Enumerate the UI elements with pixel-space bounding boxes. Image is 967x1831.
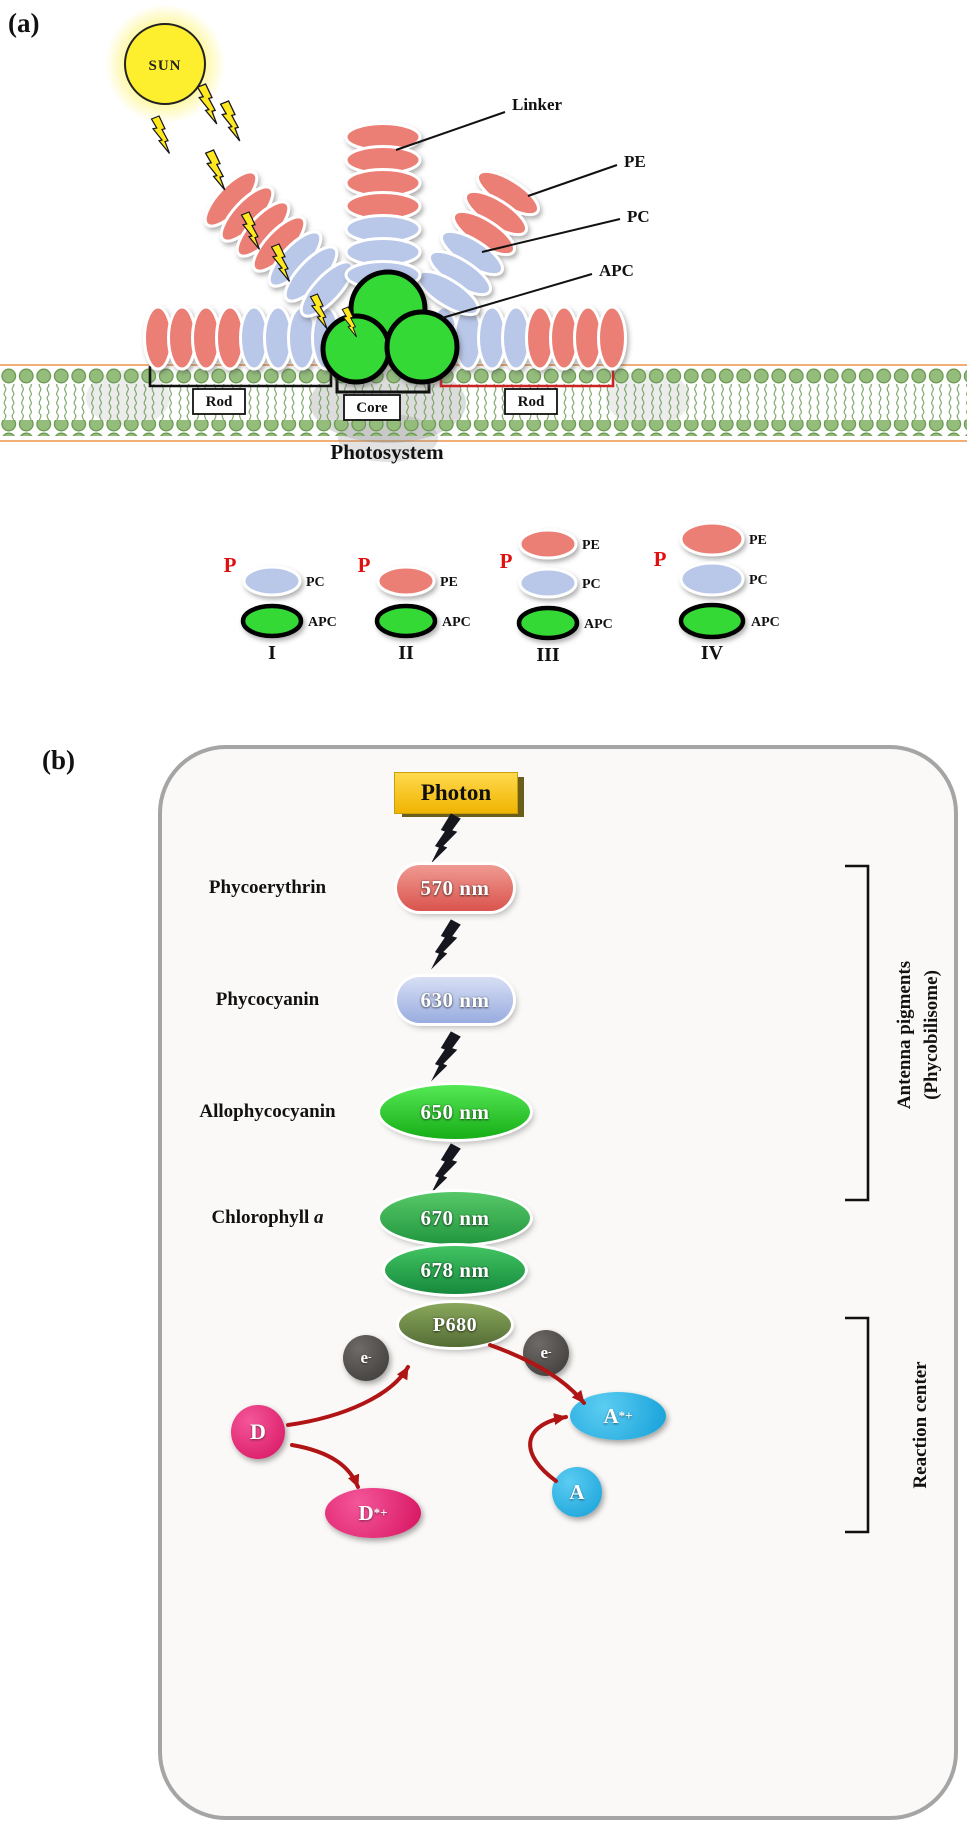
legend-row-label: PE [440, 575, 458, 590]
p-label: P [654, 547, 667, 571]
pigment-678nm-value: 678 nm [420, 1257, 490, 1282]
legend-row-label: PC [306, 575, 325, 590]
panel-a-diagram: Rod Core Rod Photosystem [0, 4, 967, 666]
rod-top-vertical [344, 122, 422, 290]
pigment-570nm: 570 nm [397, 865, 513, 911]
lipid-membrane [0, 363, 967, 462]
pigment-650nm-value: 650 nm [420, 1099, 490, 1124]
legend-row-label: PE [749, 533, 767, 548]
pe-pointer-line [527, 164, 618, 197]
legend-item-III: P PE PC APC III [500, 528, 613, 666]
p-label: P [358, 553, 371, 577]
panel-b-label: (b) [42, 745, 75, 775]
core-box: Core [343, 394, 401, 421]
apc-pointer-line [441, 273, 593, 319]
energy-bolt-icon [431, 1029, 462, 1085]
legend-numeral: III [536, 644, 560, 666]
apc-core [320, 269, 460, 385]
sun-label: SUN [148, 58, 181, 74]
rod-right-box-label: Rod [518, 394, 545, 410]
stage-label-chlorophyll: Chlorophyll a [160, 1206, 375, 1230]
core-box-label: Core [356, 400, 388, 416]
rod-left-box-label: Rod [206, 394, 233, 410]
pc-pointer-line [481, 218, 621, 253]
energy-bolt-icon [431, 917, 462, 973]
pigment-p680-value: P680 [432, 1313, 478, 1336]
legend-row-label: APC [584, 617, 613, 632]
donor-symbol: D [250, 1419, 266, 1444]
lightning-bolt-icon [219, 100, 241, 142]
rod-left-box: Rod [192, 388, 246, 415]
pigment-630nm-value: 630 nm [420, 987, 490, 1012]
panel-a-label: (a) [8, 8, 40, 38]
linker-pointer-line [395, 111, 506, 151]
rod-right-horizontal [429, 305, 627, 371]
stage-label-phycocyanin: Phycocyanin [215, 989, 320, 1010]
photosystem-label: Photosystem [330, 440, 444, 464]
rod-left-bracket [148, 366, 333, 388]
pigment-570nm-value: 570 nm [420, 875, 490, 900]
legend-numeral: II [398, 642, 414, 664]
energy-bolt-icon [431, 811, 462, 867]
legend-item-I: P PC APC I [224, 553, 337, 664]
acceptor: A [552, 1467, 602, 1517]
legend-row-label: APC [442, 615, 471, 630]
p-label: P [224, 553, 237, 577]
p-label: P [500, 549, 513, 573]
legend-row-label: PC [582, 577, 601, 592]
legend-item-IV: P PE PC APC IV [654, 521, 780, 664]
linker-label: Linker [512, 95, 563, 114]
pigment-678nm: 678 nm [385, 1246, 525, 1294]
legend-numeral: IV [701, 642, 724, 664]
legend-row-label: PE [582, 538, 600, 553]
reaction-bracket-label: Reaction center [910, 1361, 931, 1489]
energy-bolt-icon [431, 1141, 462, 1197]
sun-icon: SUN [105, 4, 225, 124]
pigment-670nm-value: 670 nm [420, 1205, 490, 1230]
legend-row-label: APC [751, 615, 780, 630]
legend-row-label: APC [308, 615, 337, 630]
acceptor-red-symbol: A [603, 1403, 619, 1428]
pigment-670nm: 670 nm [380, 1192, 530, 1244]
pigment-630nm: 630 nm [397, 977, 513, 1023]
photon-badge: Photon [394, 772, 518, 814]
pe-label: PE [624, 152, 646, 171]
chlorophyll-a: a [314, 1207, 324, 1228]
electron-right: e- [523, 1330, 569, 1376]
electron-symbol: e [540, 1343, 549, 1362]
donor-oxidized: D*+ [325, 1488, 421, 1538]
donor: D [231, 1405, 285, 1459]
pc-label: PC [627, 207, 650, 226]
photon-label: Photon [420, 780, 492, 805]
pigment-650nm: 650 nm [380, 1085, 530, 1139]
lightning-bolt-icon [204, 149, 226, 191]
electron-symbol: e [360, 1348, 369, 1367]
electron-left: e- [343, 1335, 389, 1381]
legend: P PC APC I P PE APC II P PE PC [224, 521, 780, 666]
legend-numeral: I [268, 642, 276, 664]
stage-label-allophycocyanin: Allophycocyanin [199, 1101, 336, 1122]
panel-b-frame [158, 745, 958, 1820]
legend-item-II: P PE APC II [358, 553, 471, 664]
legend-row-label: PC [749, 573, 768, 588]
callouts: Linker PE PC APC [395, 95, 650, 319]
antenna-bracket-label: Antenna pigments (Phycobilisome) [891, 855, 949, 1215]
apc-label: APC [599, 261, 634, 280]
stage-label-phycoerythrin: Phycoerythrin [208, 877, 327, 898]
antenna-label-line1: Antenna pigments [894, 960, 915, 1110]
antenna-label-line2: (Phycobilisome) [921, 970, 942, 1100]
chlorophyll-word: Chlorophyll [211, 1207, 310, 1228]
rod-right-box: Rod [504, 388, 558, 415]
rod-upper-right [416, 169, 540, 317]
acceptor-symbol: A [569, 1479, 585, 1504]
donor-ox-symbol: D [358, 1500, 374, 1525]
acceptor-reduced: A*+ [570, 1392, 666, 1440]
pigment-p680: P680 [399, 1303, 511, 1347]
